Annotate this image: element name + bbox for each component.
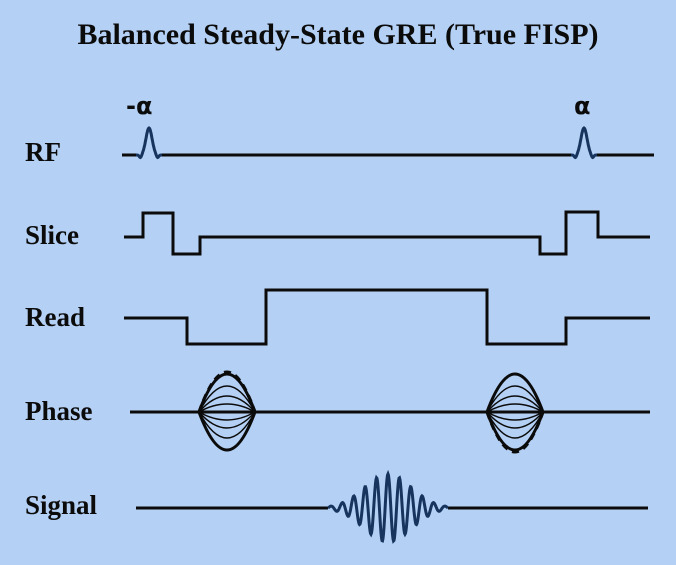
echo-signal-waveform — [136, 469, 648, 544]
first-flip-angle-label: -α — [126, 92, 153, 120]
phase-step-upper — [486, 385, 544, 413]
phase-step-lower — [485, 411, 545, 452]
phase-step-lower — [197, 411, 257, 452]
diagram-title: Balanced Steady-State GRE (True FISP) — [77, 18, 599, 51]
phase-step-upper — [198, 395, 256, 413]
rf-pulse-second — [571, 126, 597, 160]
signal-row-label: Signal — [25, 490, 98, 520]
read-row-label: Read — [25, 302, 85, 332]
rf-row-label: RF — [25, 137, 61, 167]
phase-step-upper — [198, 385, 256, 413]
phase-encode-lobe-left — [197, 370, 257, 452]
phase-step-lower — [486, 411, 544, 439]
phase-step-upper — [485, 372, 545, 413]
rf-pulse-first — [136, 126, 162, 160]
phase-step-upper — [486, 403, 544, 413]
read-gradient-waveform — [124, 288, 650, 346]
rf-waveform — [122, 126, 654, 160]
phase-max-dashed — [485, 411, 545, 454]
second-flip-angle-label: α — [574, 92, 591, 120]
echo-signal — [327, 469, 449, 544]
phase-step-lower — [198, 411, 256, 421]
phase-step-lower — [198, 411, 256, 439]
phase-rewind-lobe-right — [485, 372, 545, 454]
phase-step-upper — [198, 403, 256, 413]
phase-step-upper — [197, 372, 257, 413]
slice-gradient-waveform — [124, 210, 650, 256]
phase-step-lower — [486, 411, 544, 421]
slice-row-label: Slice — [25, 220, 79, 250]
phase-step-lower — [486, 411, 544, 429]
phase-row-label: Phase — [25, 396, 93, 426]
phase-step-upper — [486, 395, 544, 413]
phase-step-lower — [198, 411, 256, 429]
phase-max-dashed — [197, 370, 257, 413]
